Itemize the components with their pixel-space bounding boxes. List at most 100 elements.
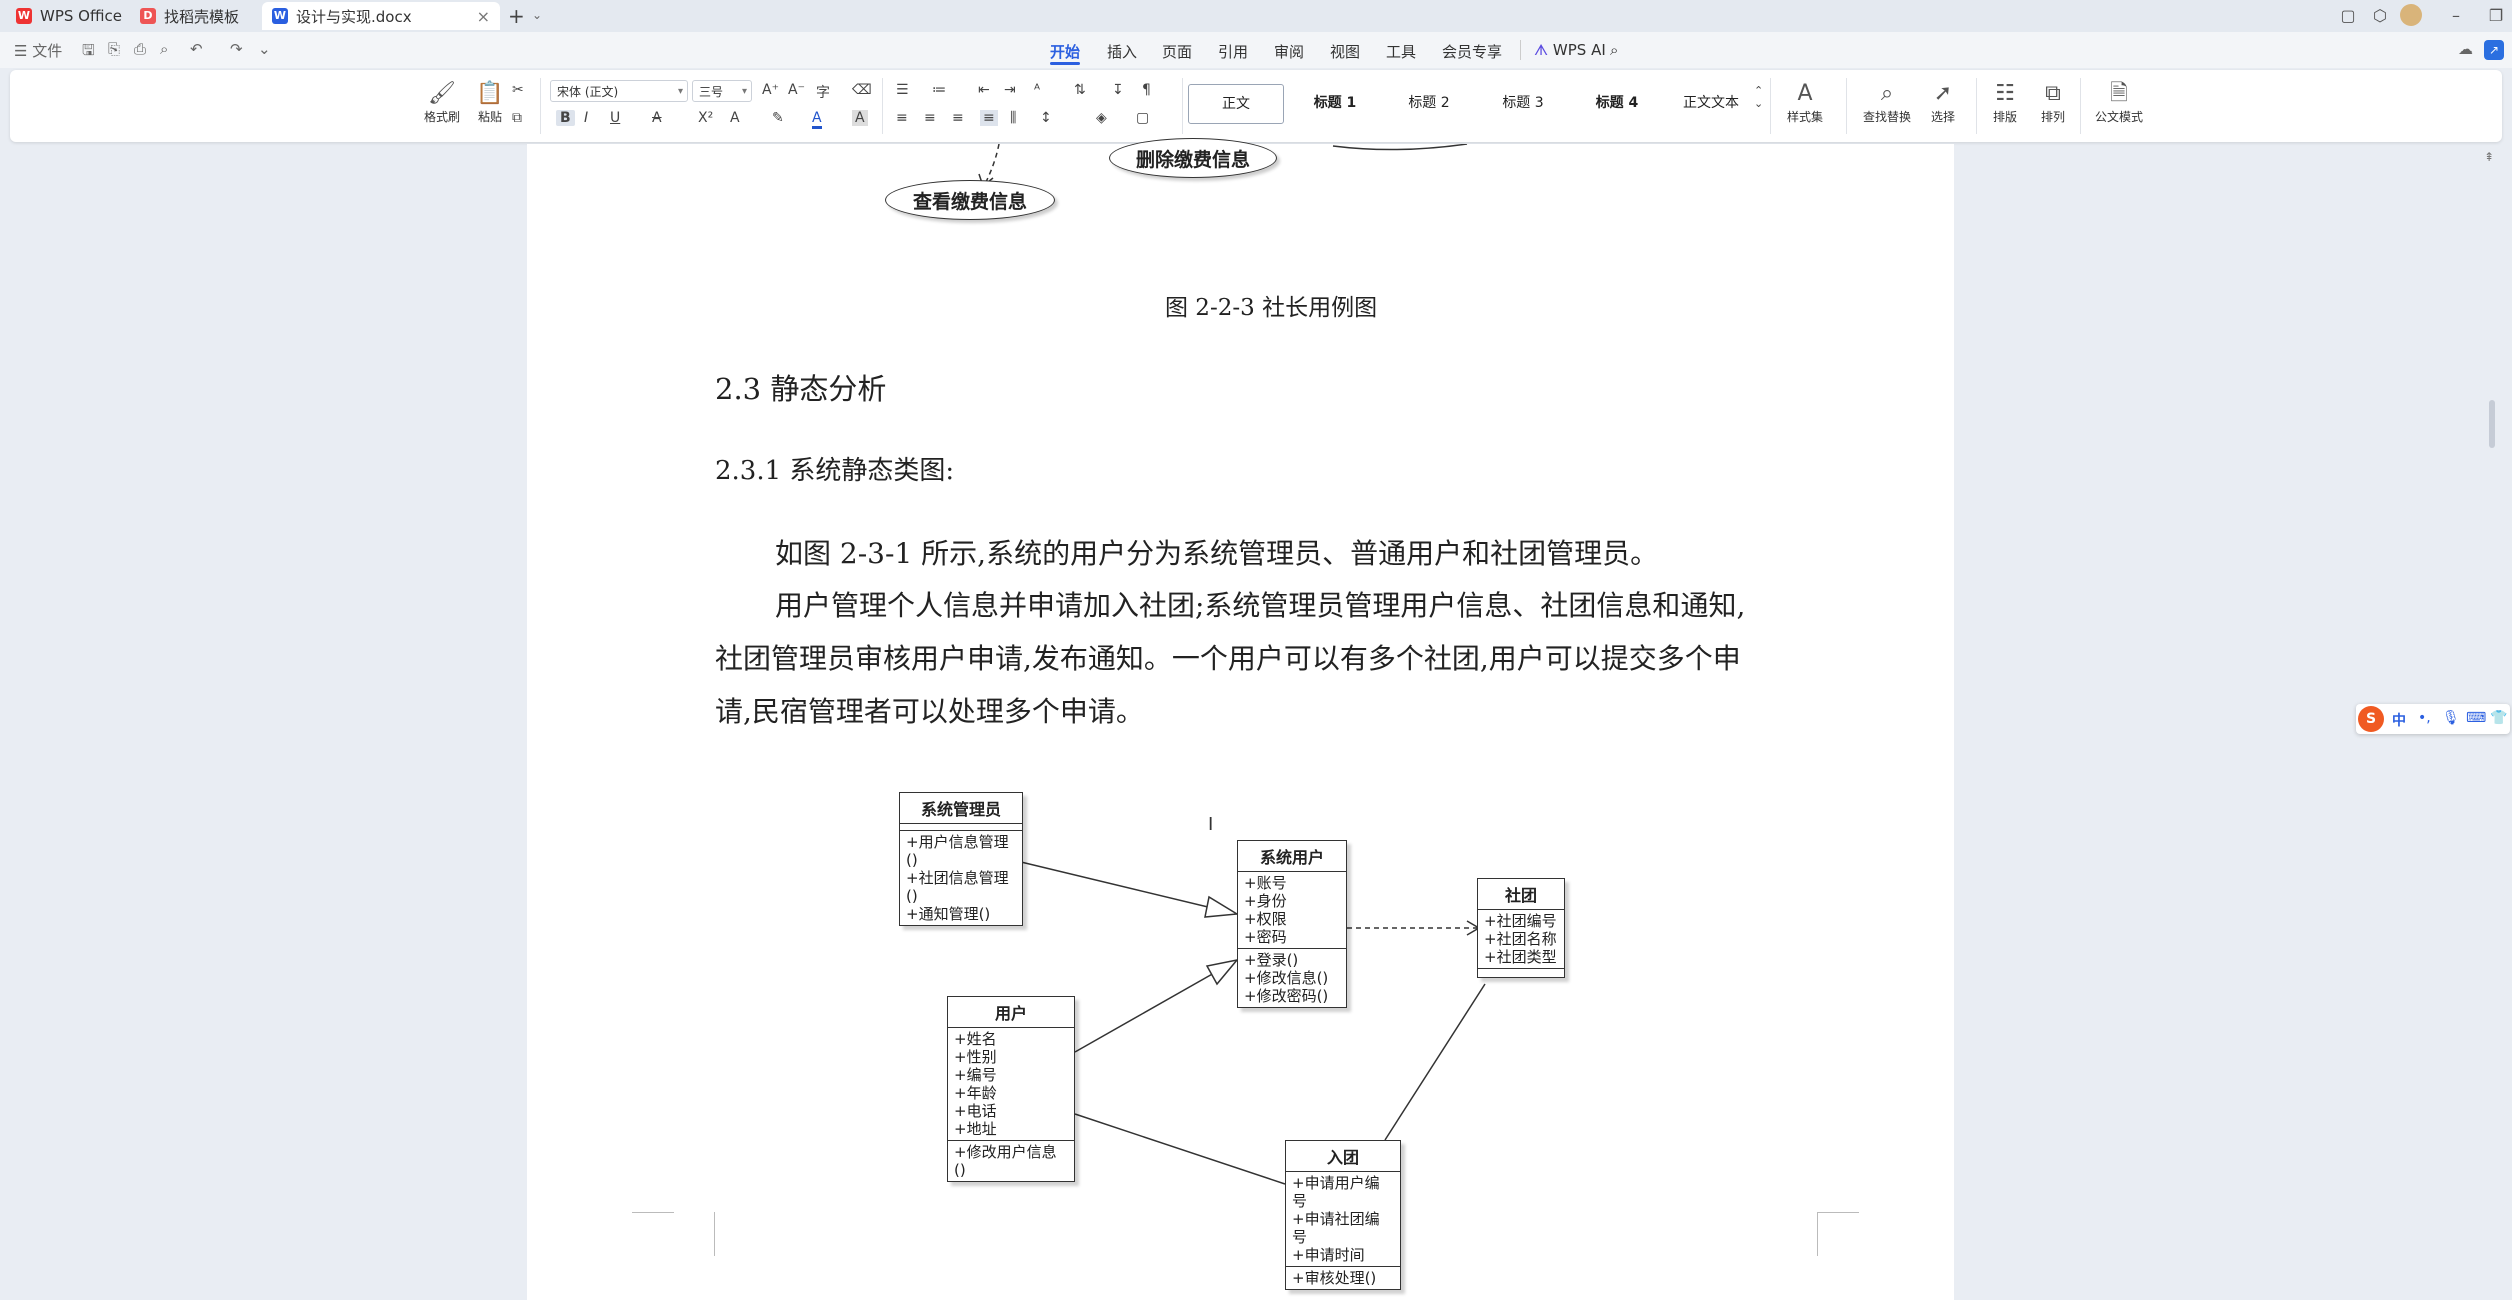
justify-icon[interactable]: ≡ xyxy=(980,110,998,126)
menu-tools[interactable]: 工具 xyxy=(1386,43,1417,61)
arrange-icon: ⧉ xyxy=(2045,81,2061,106)
generalization-line-user xyxy=(1074,959,1238,1053)
save-icon[interactable]: 🖫 xyxy=(82,41,95,59)
keyboard-icon[interactable]: ⌨ xyxy=(2466,710,2487,726)
style-body-text[interactable]: 正文文本 xyxy=(1683,95,1739,111)
vertical-scrollbar-thumb[interactable] xyxy=(2489,400,2495,448)
char-shading-icon[interactable]: A xyxy=(852,110,868,126)
menu-page[interactable]: 页面 xyxy=(1162,43,1193,61)
class-club[interactable]: 社团 +社团编号 +社团名称 +社团类型 xyxy=(1477,878,1565,978)
distribute-icon[interactable]: ⫼ xyxy=(1010,110,1017,126)
select-button[interactable]: ➚ 选择 xyxy=(1918,80,1968,125)
bullet-list-icon[interactable]: ☰ xyxy=(896,82,909,98)
font-size-select[interactable]: 三号▾ xyxy=(692,80,752,102)
grow-font-icon[interactable]: A⁺ xyxy=(762,82,779,98)
style-heading-3[interactable]: 标题 3 xyxy=(1502,95,1544,111)
text-effect-icon[interactable]: A xyxy=(730,110,740,126)
style-normal[interactable]: 正文 xyxy=(1188,84,1284,124)
paragraph-2-line-1: 用户管理个人信息并申请加入社团;系统管理员管理用户信息、社团信息和通知, xyxy=(775,589,1746,622)
class-user[interactable]: 用户 +姓名 +性别 +编号 +年龄 +电话 +地址 +修改用户信息() xyxy=(947,996,1075,1182)
file-menu[interactable]: ☰ 文件 xyxy=(14,42,63,60)
tab-document[interactable]: W 设计与实现.docx × xyxy=(262,2,500,30)
microphone-icon[interactable]: 🎙 xyxy=(2442,710,2460,726)
menu-view[interactable]: 视图 xyxy=(1330,43,1361,61)
border-icon[interactable]: ▢ xyxy=(1136,110,1150,126)
strikethrough-icon[interactable]: A xyxy=(652,110,662,126)
line-spacing-icon[interactable]: ↕ xyxy=(1040,110,1052,126)
font-color-icon[interactable]: A xyxy=(812,110,822,129)
restore-icon[interactable]: ❐ xyxy=(2488,6,2504,25)
share-icon[interactable]: ↗ xyxy=(2484,40,2504,60)
format-painter-button[interactable]: 🖌 格式刷 xyxy=(417,80,467,125)
text-direction-icon[interactable]: ᴬ xyxy=(1034,82,1041,98)
tab-docer[interactable]: D 找稻壳模板 xyxy=(130,2,255,30)
wps-ai-button[interactable]: ᗑ WPS AI xyxy=(1534,41,1606,59)
doc-mode-button[interactable]: 🗎 公文模式 xyxy=(2086,80,2152,125)
italic-icon[interactable]: I xyxy=(584,110,589,126)
cube-icon[interactable]: ⬡ xyxy=(2373,6,2387,25)
export-icon[interactable]: ⎘ xyxy=(108,40,121,58)
ime-toolbar[interactable]: S 中 •, 🎙 ⌨ 👕 xyxy=(2356,704,2510,734)
shrink-font-icon[interactable]: A⁻ xyxy=(788,82,805,98)
align-right-icon[interactable]: ≡ xyxy=(952,110,964,126)
style-set-button[interactable]: A 样式集 xyxy=(1772,80,1838,125)
indent-icon[interactable]: ⇥ xyxy=(1004,82,1016,98)
minimize-icon[interactable]: – xyxy=(2452,6,2460,25)
avatar[interactable] xyxy=(2400,4,2422,26)
style-heading-2[interactable]: 标题 2 xyxy=(1408,95,1450,111)
class-system-user[interactable]: 系统用户 +账号 +身份 +权限 +密码 +登录() +修改信息() +修改密码… xyxy=(1237,840,1347,1008)
outdent-icon[interactable]: ⇤ xyxy=(978,82,990,98)
paste-button[interactable]: 📋 粘贴 xyxy=(465,80,515,125)
window-icon[interactable]: ▢ xyxy=(2340,6,2356,25)
tab-wps-office[interactable]: W WPS Office xyxy=(6,2,126,30)
attribute: +电话 xyxy=(954,1102,997,1120)
redo-icon[interactable]: ↷ xyxy=(230,40,243,58)
menu-reference[interactable]: 引用 xyxy=(1218,43,1249,61)
print-icon[interactable]: ⎙ xyxy=(134,40,147,58)
search-icon[interactable]: ⌕ xyxy=(1610,41,1619,59)
punctuation-icon[interactable]: •, xyxy=(2418,710,2431,726)
underline-icon[interactable]: U xyxy=(610,110,621,126)
menu-review[interactable]: 审阅 xyxy=(1274,43,1305,61)
numbered-list-icon[interactable]: ≔ xyxy=(932,82,946,98)
skin-icon[interactable]: 👕 xyxy=(2490,710,2508,726)
preview-icon[interactable]: ⌕ xyxy=(160,40,169,58)
class-system-admin[interactable]: 系统管理员 +用户信息管理() +社团信息管理() +通知管理() xyxy=(899,792,1023,926)
association-user-join xyxy=(1074,1113,1286,1185)
show-marks-icon[interactable]: ¶ xyxy=(1142,82,1151,98)
sort-icon[interactable]: ⇅ xyxy=(1074,82,1086,98)
style-heading-1[interactable]: 标题 1 xyxy=(1313,95,1357,111)
style-scroll-icon[interactable]: ⌃⌄ xyxy=(1754,84,1764,110)
phonetic-icon[interactable]: 字 xyxy=(816,85,830,101)
arrange-button[interactable]: ⧉ 排列 xyxy=(2028,80,2078,125)
chevron-down-icon[interactable]: ⌄ xyxy=(258,40,271,58)
close-icon[interactable]: × xyxy=(476,7,490,26)
class-name: 用户 xyxy=(948,997,1074,1028)
undo-icon[interactable]: ↶ xyxy=(190,40,203,58)
copy-icon[interactable]: ⧉ xyxy=(512,110,522,126)
font-name-select[interactable]: 宋体 (正文)▾ xyxy=(550,80,688,102)
highlight-icon[interactable]: ✎ xyxy=(772,110,784,126)
ime-mode-label[interactable]: 中 xyxy=(2392,713,2406,729)
find-replace-button[interactable]: ⌕ 查找替换 xyxy=(1852,80,1922,125)
class-join[interactable]: 入团 +申请用户编号 +申请社团编号 +申请时间 +审核处理() xyxy=(1285,1140,1401,1290)
align-left-icon[interactable]: ≡ xyxy=(896,110,908,126)
clear-format-icon[interactable]: ⌫ xyxy=(852,82,872,98)
shading-icon[interactable]: ◈ xyxy=(1096,110,1107,126)
menu-member[interactable]: 会员专享 xyxy=(1442,43,1503,61)
cloud-icon[interactable]: ☁ xyxy=(2458,40,2473,58)
collapse-ribbon-icon[interactable]: ⇞ xyxy=(2484,150,2495,164)
superscript-icon[interactable]: X² xyxy=(698,110,714,126)
sort-az-icon[interactable]: ↧ xyxy=(1112,82,1124,98)
align-center-icon[interactable]: ≡ xyxy=(924,110,936,126)
bold-icon[interactable]: B xyxy=(556,110,575,126)
cut-icon[interactable]: ✂ xyxy=(512,82,524,98)
menu-home[interactable]: 开始 xyxy=(1050,43,1081,61)
document-page[interactable]: 删除缴费信息 查看缴费信息 图 2-2-3 社长用例图 2.3 静态分析 2.3… xyxy=(527,138,1954,1300)
new-tab-icon[interactable]: + xyxy=(508,4,525,28)
menu-insert[interactable]: 插入 xyxy=(1107,43,1138,61)
layout-button[interactable]: ☷ 排版 xyxy=(1980,80,2030,125)
chevron-down-icon[interactable]: ⌄ xyxy=(532,8,543,22)
page-corner-mark xyxy=(674,1212,715,1256)
style-heading-4[interactable]: 标题 4 xyxy=(1595,95,1639,111)
